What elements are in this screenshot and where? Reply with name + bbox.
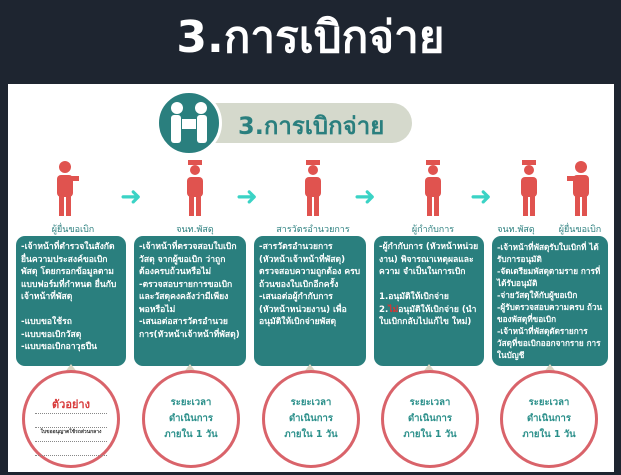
step-role: จนท.พัสดุ: [176, 225, 214, 235]
arrow-right-icon: ➜: [236, 182, 258, 212]
step-role: ผู้ยื่นขอเบิก: [51, 225, 95, 235]
step-box: -สารวัตรอำนวยการ (หัวหน้าเจ้าหน้าที่พัสด…: [254, 236, 366, 372]
example-form-circle: ตัวอย่าง ใบขออนุญาตใช้รถส่วนกลาง: [22, 370, 120, 468]
handover-icon: [156, 90, 222, 156]
duration-circle: ระยะเวลา ดำเนินการ ภายใน 1 วัน: [142, 370, 240, 468]
step-role: จนท.พัสดุ: [497, 225, 535, 235]
officer-icon: [187, 160, 203, 216]
arrow-right-icon: ➜: [120, 182, 142, 212]
step-box: -ผู้กำกับการ (หัวหน้าหน่วยงาน) พิจารณาเห…: [374, 236, 484, 372]
step-role: ผู้ยื่นขอเบิก: [558, 225, 602, 235]
section-banner: 3.การเบิกจ่าย: [156, 90, 414, 156]
infographic: 3.การเบิกจ่าย ➜ ➜ ➜ ➜ ผู้ยื่นขอเบิก จนท.…: [8, 84, 614, 472]
example-form-title: ใบขออนุญาตใช้รถส่วนกลาง: [40, 429, 102, 435]
page-title: 3.การเบิกจ่าย: [176, 12, 445, 63]
step-role: สารวัตรอำนวยการ: [276, 225, 350, 235]
officer-icon: [425, 160, 441, 216]
duration-circle: ระยะเวลา ดำเนินการ ภายใน 1 วัน: [381, 370, 479, 468]
not-label: ไม่: [388, 304, 399, 315]
person-icon: [567, 161, 589, 216]
duration-circle: ระยะเวลา ดำเนินการ ภายใน 1 วัน: [262, 370, 360, 468]
banner-title: 3.การเบิกจ่าย: [238, 112, 385, 140]
officer-icon: [305, 160, 321, 216]
duration-circle: ระยะเวลา ดำเนินการ ภายใน 1 วัน: [500, 370, 598, 468]
step-box: -เจ้าหน้าที่พัสดุรับใบเบิกที่ ได้รับการอ…: [492, 236, 608, 372]
officer-icon: [521, 160, 537, 216]
arrow-right-icon: ➜: [354, 182, 376, 212]
step-box: -เจ้าหน้าที่ตรวจสอบใบเบิก วัสดุ จากผู้ขอ…: [134, 236, 246, 372]
arrow-right-icon: ➜: [470, 182, 492, 212]
person-icon: [57, 161, 79, 216]
example-label: ตัวอย่าง: [52, 398, 90, 411]
step-box: -เจ้าหน้าที่ตำรวจในสังกัด ยื่นความประสงค…: [16, 236, 126, 372]
step-role: ผู้กำกับการ: [411, 225, 455, 235]
